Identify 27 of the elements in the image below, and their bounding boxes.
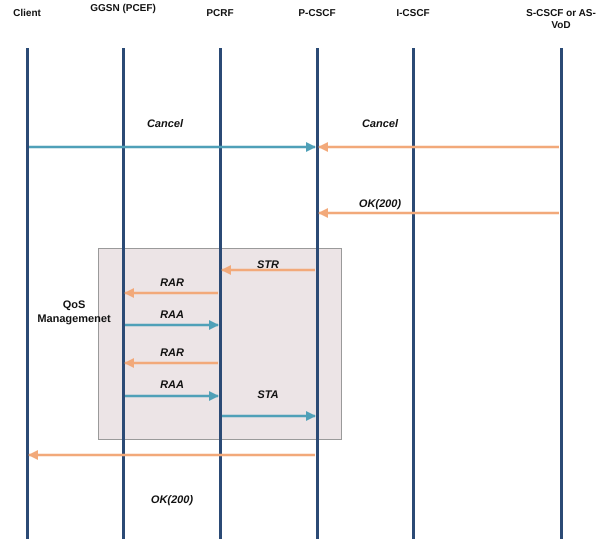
message-arrow	[222, 411, 316, 421]
participant-name: PCRF	[205, 8, 235, 20]
message-label: Cancel	[146, 118, 184, 130]
participant-name: GGSN (PCEF)	[89, 3, 157, 15]
participant-name: Client	[12, 8, 42, 20]
message-arrow	[28, 450, 315, 460]
message-label: RAA	[160, 309, 184, 321]
message-arrow	[125, 391, 219, 401]
group-label: QoS Managemenet	[36, 298, 112, 326]
message-label: RAR	[160, 277, 184, 289]
message-arrow	[318, 142, 559, 152]
participant-name: P-CSCF	[297, 8, 337, 20]
message-arrow	[318, 208, 559, 218]
message-label: Cancel	[362, 118, 398, 130]
message-label: STA	[257, 389, 279, 401]
participant-name: S-CSCF or AS-VoD	[525, 8, 597, 32]
participant-name: I-CSCF	[395, 8, 431, 20]
message-label: OK(200)	[150, 494, 194, 506]
message-label: OK(200)	[358, 198, 402, 210]
message-arrow	[124, 288, 218, 298]
message-arrow	[29, 142, 316, 152]
message-arrow	[124, 358, 218, 368]
message-label: STR	[257, 259, 279, 271]
message-arrow	[221, 265, 315, 275]
message-label: RAR	[160, 347, 184, 359]
message-arrow	[125, 320, 219, 330]
message-label: RAA	[160, 379, 184, 391]
